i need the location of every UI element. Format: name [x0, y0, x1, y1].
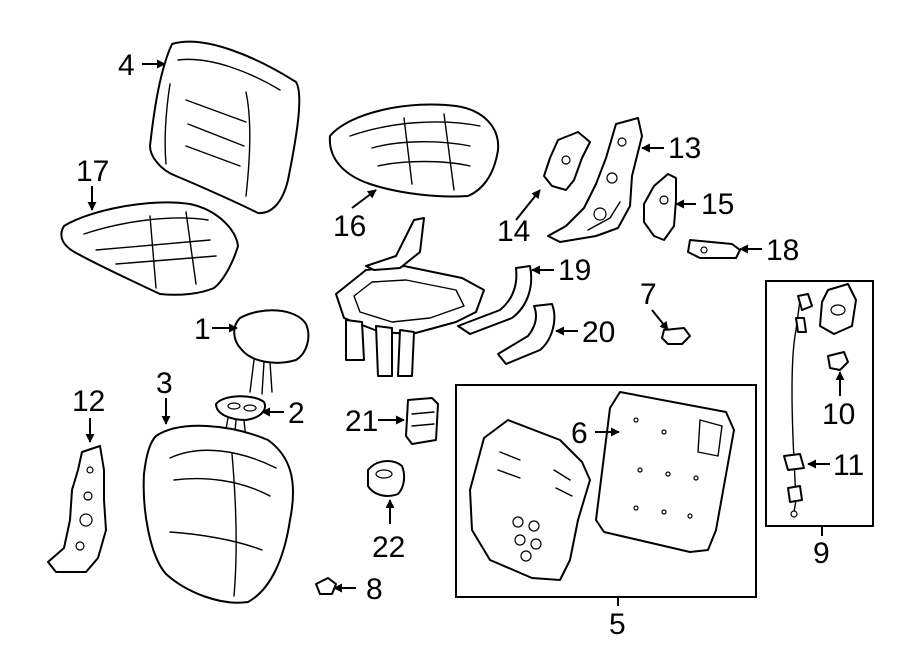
callout-9: 9: [813, 537, 830, 570]
part-21-bushing: [405, 397, 439, 445]
callout-8: 8: [366, 573, 383, 606]
callout-4: 4: [118, 49, 135, 82]
callout-1: 1: [194, 313, 211, 346]
callout-16: 16: [333, 210, 366, 243]
callout-19: 19: [558, 254, 591, 287]
part-7-clip: [661, 327, 691, 345]
callout-17: 17: [76, 155, 109, 188]
callout-14: 14: [497, 215, 530, 248]
seat-frame-assembly: [335, 217, 485, 377]
callout-11: 11: [833, 449, 864, 482]
callout-labels: 4 17 16 14 13 15 18 19 20 7 1 2 3 12 21 …: [72, 49, 864, 641]
part-9-handle: [819, 283, 857, 335]
callout-15: 15: [701, 188, 734, 221]
leader-arrows: [85, 59, 845, 606]
callout-7: 7: [640, 278, 657, 311]
part-5-group-box: [455, 384, 757, 598]
part-6-back-panel: [595, 391, 735, 553]
part-16-seat-cushion: [328, 103, 500, 198]
part-9-group-box: [765, 280, 874, 527]
part-10-clip: [827, 351, 849, 371]
callout-21: 21: [345, 405, 378, 438]
part-1-headrest: [233, 309, 310, 395]
part-18-knob: [687, 239, 741, 259]
part-5-seat-back-frame: [469, 419, 591, 581]
part-20-rail-cover: [497, 303, 556, 365]
callout-12: 12: [72, 385, 105, 418]
part-15-recliner-cover: [643, 173, 677, 241]
part-12-hinge-bracket: [47, 445, 107, 573]
part-8-clip: [315, 577, 337, 595]
part-13-recliner-bracket: [547, 117, 643, 243]
part-17-seat-cushion-cover: [60, 201, 239, 296]
callout-3: 3: [156, 367, 173, 400]
part-9-cable-assembly: [783, 293, 813, 518]
part-19-seat-rail-cover: [457, 265, 533, 335]
part-3-seat-back: [142, 424, 294, 604]
callout-6: 6: [571, 417, 588, 450]
part-4-seat-back-cover: [149, 40, 301, 215]
callout-5: 5: [609, 608, 626, 641]
part-14-hinge-cover: [543, 131, 591, 191]
callout-2: 2: [288, 397, 305, 430]
part-22-cover: [367, 460, 406, 497]
callout-10: 10: [822, 398, 855, 431]
callout-20: 20: [582, 316, 615, 349]
callout-18: 18: [766, 234, 799, 267]
callout-22: 22: [372, 531, 405, 564]
callout-13: 13: [668, 132, 701, 165]
